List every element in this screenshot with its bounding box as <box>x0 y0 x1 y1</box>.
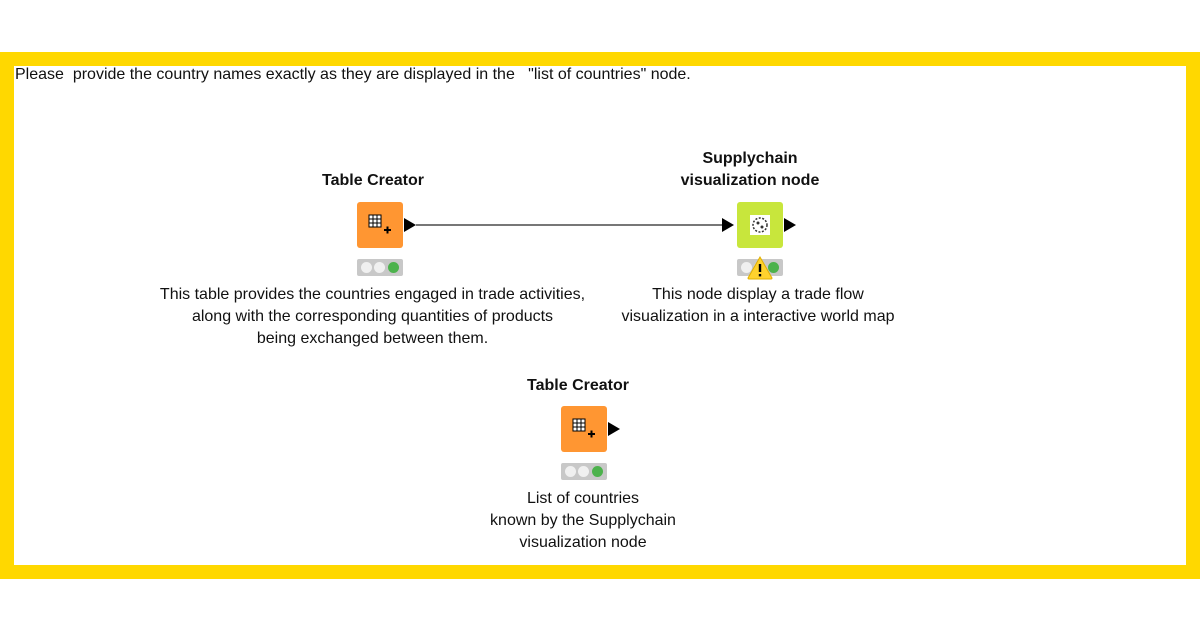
node-1-status <box>357 259 403 276</box>
warning-icon[interactable] <box>747 256 773 280</box>
node-1-table-creator[interactable] <box>357 202 403 248</box>
node-3-table-creator[interactable] <box>561 406 607 452</box>
world-map-icon <box>750 215 770 235</box>
node-2-output-port[interactable] <box>784 218 796 232</box>
node-3-description[interactable]: List of countries known by the Supplycha… <box>490 490 676 551</box>
node-3-output-port[interactable] <box>608 422 620 436</box>
node-1-output-port[interactable] <box>404 218 416 232</box>
table-creator-icon <box>368 214 391 234</box>
node-3-title[interactable]: Table Creator <box>527 377 629 394</box>
node-3-status <box>561 463 607 480</box>
annotation-text: Please provide the country names exactly… <box>15 66 691 83</box>
node-2-supplychain-visualization[interactable] <box>737 202 783 248</box>
node-2-title[interactable]: Supplychain visualization node <box>680 150 820 189</box>
node-1-description[interactable]: This table provides the countries engage… <box>159 286 586 347</box>
node-2-input-port[interactable] <box>722 218 734 232</box>
node-1-title[interactable]: Table Creator <box>322 172 424 189</box>
workflow-annotation[interactable] <box>0 52 1200 579</box>
table-creator-icon <box>572 418 595 438</box>
node-2-description[interactable]: This node display a trade flow visualiza… <box>621 286 895 325</box>
connection-node1-node2[interactable] <box>416 224 724 226</box>
